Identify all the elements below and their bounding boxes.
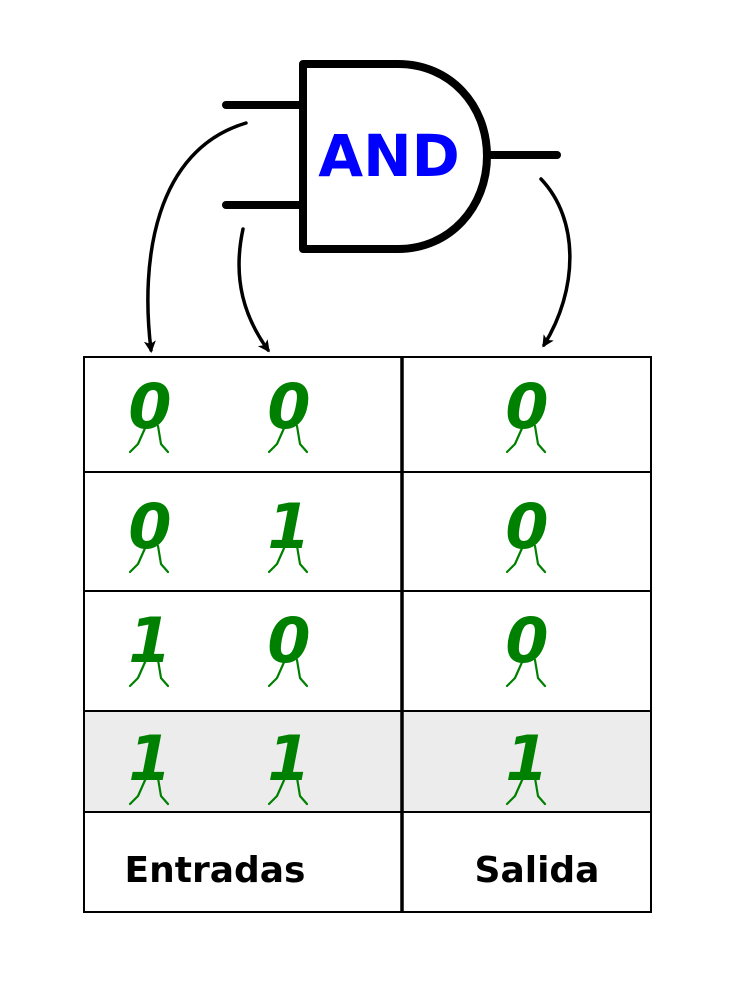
digit-legs <box>267 544 309 574</box>
truth-table: 0 0 0 0 1 0 1 0 0 1 1 1 Entradas Salida <box>83 356 652 913</box>
digit-glyph: 0 <box>128 370 171 443</box>
digit-glyph: 0 <box>505 604 548 677</box>
digit-glyph: 0 <box>505 370 548 443</box>
gate-label: AND <box>318 122 460 190</box>
digit-legs <box>128 544 170 574</box>
digit-legs <box>128 776 170 806</box>
digit-legs <box>267 658 309 688</box>
digit-glyph: 1 <box>128 604 171 677</box>
input-b-digit: 0 <box>267 370 311 454</box>
digit-glyph: 1 <box>505 722 548 795</box>
output-label: Salida <box>475 850 600 891</box>
highlight-row-background <box>84 711 650 812</box>
output-digit: 0 <box>505 370 549 454</box>
digit-legs <box>267 776 309 806</box>
input-b-digit: 1 <box>267 722 311 806</box>
arrow-input-b <box>237 227 270 353</box>
digit-glyph: 0 <box>267 604 310 677</box>
table-border <box>83 356 652 913</box>
output-digit: 0 <box>505 490 549 574</box>
digit-glyph: 1 <box>128 722 171 795</box>
digit-glyph: 0 <box>505 490 548 563</box>
digit-legs <box>267 424 309 454</box>
and-gate: AND <box>222 60 561 253</box>
digit-legs <box>128 424 170 454</box>
input-b-digit: 1 <box>267 490 311 574</box>
digit-glyph: 0 <box>267 370 310 443</box>
gate-body <box>299 60 491 253</box>
digit-glyph: 0 <box>128 490 171 563</box>
inputs-label: Entradas <box>125 850 306 891</box>
output-digit: 0 <box>505 604 549 688</box>
input-a-digit: 0 <box>128 370 172 454</box>
digit-legs <box>505 424 547 454</box>
digit-legs <box>505 776 547 806</box>
input-a-digit: 0 <box>128 490 172 574</box>
arrow-input-a <box>143 121 248 353</box>
input-a-digit: 1 <box>128 722 172 806</box>
table-digits: 0 0 0 0 1 0 1 0 0 1 1 1 <box>128 370 549 806</box>
digit-legs <box>505 544 547 574</box>
arrows <box>143 121 572 353</box>
arrow-output <box>539 177 572 348</box>
digit-legs <box>505 658 547 688</box>
input-a-digit: 1 <box>128 604 172 688</box>
digit-glyph: 1 <box>267 722 310 795</box>
input-b-digit: 0 <box>267 604 311 688</box>
output-digit: 1 <box>505 722 549 806</box>
digit-glyph: 1 <box>267 490 310 563</box>
digit-legs <box>128 658 170 688</box>
